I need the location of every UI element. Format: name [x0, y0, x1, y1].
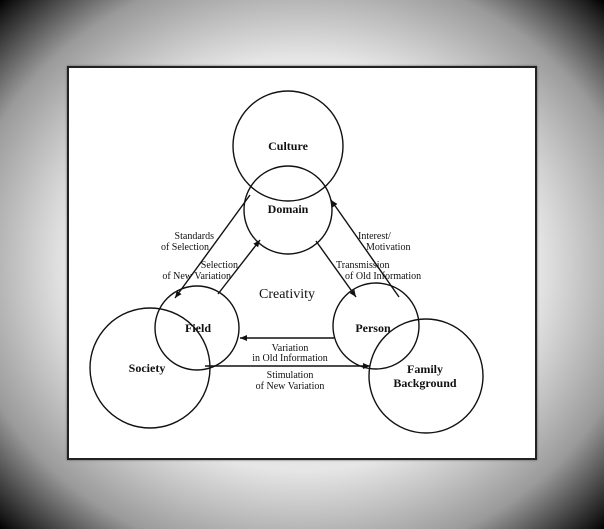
stimulation-label-2: of New Variation	[256, 381, 325, 392]
family-label-line1: Family	[407, 362, 443, 376]
domain-circle	[243, 165, 333, 255]
culture-circle	[232, 90, 344, 202]
interest-label-2: Motivation	[366, 242, 410, 253]
transmission-label-1: Transmission	[336, 260, 390, 271]
variation-label-1: Variation	[272, 343, 309, 354]
society-label: Society	[129, 361, 166, 375]
interest-arrow	[330, 199, 400, 298]
person-circle	[332, 282, 420, 370]
transmission-arrow	[315, 240, 357, 298]
selection-label-1: Selection	[201, 260, 238, 271]
standards-label-1: Standards	[175, 231, 215, 242]
field-circle	[154, 285, 240, 371]
field-label: Field	[185, 321, 211, 335]
selection-label-2: of New Variation	[162, 271, 231, 282]
domain-label: Domain	[268, 202, 309, 216]
diagram-panel	[67, 66, 537, 460]
family-circle	[368, 318, 484, 434]
family-label-line2: Background	[393, 376, 456, 390]
variation-label-2: in Old Information	[252, 353, 328, 364]
standards-label-2: of Selection	[161, 242, 209, 253]
creativity-label: Creativity	[259, 287, 315, 302]
interest-label-1: Interest/	[358, 231, 391, 242]
stimulation-label-1: Stimulation	[267, 370, 314, 381]
standards-arrow	[174, 194, 251, 299]
person-label: Person	[355, 321, 391, 335]
transmission-label-2: of Old Information	[345, 271, 421, 282]
society-circle	[89, 307, 211, 429]
culture-label: Culture	[268, 139, 308, 153]
selection-arrow	[217, 239, 261, 295]
